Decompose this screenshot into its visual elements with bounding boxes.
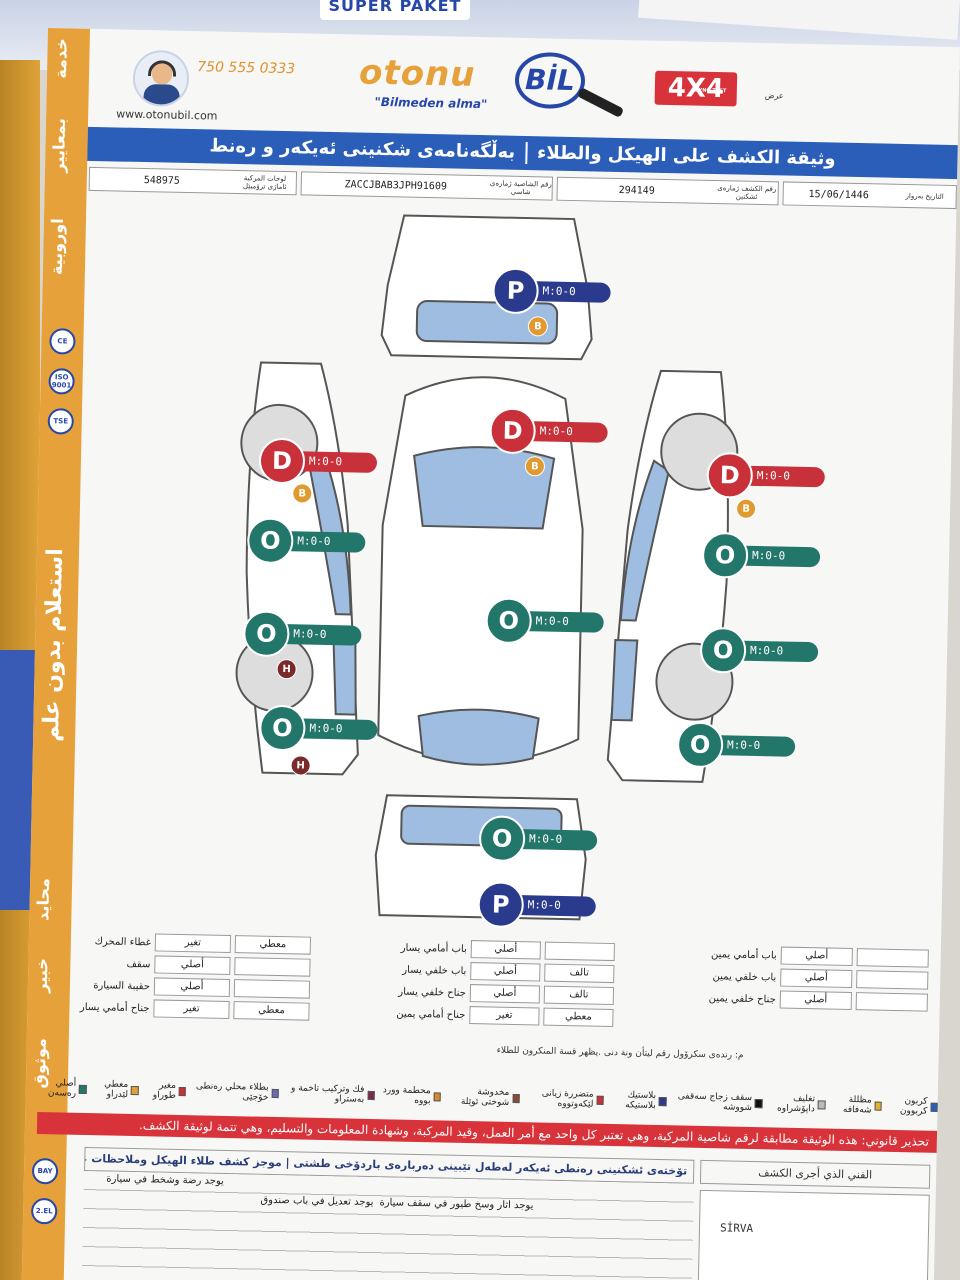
marker-letter: D [706,452,753,499]
right-rear-fender-marker[interactable]: O M:0-0 [677,721,796,769]
marker-letter: O [243,610,290,657]
tse-badge: TSE [47,408,74,435]
legend-item: أصلي رەسەن [37,1068,86,1109]
left-rear-door-marker[interactable]: O M:0-0 [243,610,362,658]
front-bumper-marker[interactable]: P M:0-0 [492,267,611,315]
technician-name: SİRVA [720,1221,753,1235]
super-paket-label: SUPER PAKET [320,0,470,20]
measurement-note: م: رندەی سکرۆول رقم ليتأن ونة دنی .يظهر … [497,1046,744,1061]
table-row: باب أمامي يسار أصلي [367,937,615,962]
marker-measure: M:0-0 [527,421,607,443]
logo-magnifier: BİL [514,52,585,109]
marker-measure: M:0-0 [516,895,596,917]
side-item: استعلام بدون علم [39,548,68,742]
legend-item: معطي لێدراو [92,1069,139,1110]
hood-marker[interactable]: D M:0-0 [489,407,608,455]
title-kurdish: بەڵگەنامەی شکنینی ئەیکەر و رەنط [209,135,515,162]
legend-item: محطمة وورد بووە [380,1075,441,1116]
technician-label: الفني الذي أجرى الكشف [700,1160,930,1189]
marker-measure: M:0-0 [281,624,361,646]
note-3: يوجد اثار وسخ طيور في سقف سيارة [379,1197,533,1211]
marker-letter: D [489,407,536,454]
marker-letter: O [485,597,532,644]
phone-number: 750 555 0333 [197,59,295,77]
legend-item: فك وتركيب تاخمة و بەستراو [284,1073,375,1115]
legend-item: بلاستيك بلاستيكە [609,1080,666,1121]
side-item: خدمة [51,38,71,79]
note-2: يوجد تعديل في باب صندوق [260,1195,373,1208]
marker-measure: M:0-0 [523,611,603,633]
legend-item: متضررة زيانی لێکەوتووە [525,1078,604,1120]
support-avatar [132,50,189,107]
legend-item: بطلاء محلي رەنطی خۆجێی [192,1071,280,1113]
marker-letter: O [479,815,526,862]
marker-letter: D [259,438,306,485]
table-row: جناح أمامي يمين تغير معطي [365,1003,613,1028]
2el-badge: 2.EL [31,1198,58,1225]
table-row: جناح خلفي يمين أصلي [676,987,928,1012]
marker-letter: O [702,532,749,579]
side-item: اوروبية [47,218,67,275]
marker-measure: M:0-0 [297,451,377,473]
side-item: محايد [33,878,53,921]
rear-bumper-marker[interactable]: P M:0-0 [477,881,596,929]
car-diagram: P M:0-0 B D M:0-0 B D M:0-0 B D M:0-0 B … [179,191,794,943]
left-front-door-marker[interactable]: O M:0-0 [247,517,366,565]
logo: otonu [359,53,476,95]
ce-badge: CE [49,328,76,355]
marker-measure: M:0-0 [745,466,825,488]
marker-letter: P [492,267,539,314]
table-row: حقيبة السيارة أصلي [70,975,310,1000]
side-item: بمعايير [49,118,69,173]
marker-letter: O [677,721,724,768]
website: www.otonubil.com [116,107,218,122]
marker-measure: M:0-0 [517,829,597,851]
corner-text: عرض [765,91,784,100]
left-front-fender-marker[interactable]: D M:0-0 [259,438,378,486]
marker-letter: P [477,881,524,928]
legend-item: تغليف داپۆشراوە [768,1083,826,1124]
marker-measure: M:0-0 [740,546,820,568]
marker-measure: M:0-0 [530,281,610,303]
legend-item: مخدوشة شوختی ئوێلة [446,1077,520,1119]
title-arabic: وثيقة الكشف على الهيكل والطلاء [537,142,836,169]
iso-badge: ISO 9001 [48,368,75,395]
summary-notes: يوجد رضة وشخط في سيارة يوجد تعديل في باب… [82,1171,694,1280]
legend-item: مغير طوراو [144,1070,187,1111]
side-item: خبير [32,958,52,993]
magnifier-handle [577,87,624,118]
right-front-door-marker[interactable]: O M:0-0 [702,532,821,580]
legend-item: سقف زجاج سەقفی شووشە [672,1081,763,1123]
table-row: جناح خلفي يسار أصلي تالف [366,981,614,1006]
table-row: باب أمامي يمين أصلي [677,943,929,968]
table-row: سقف أصلي [70,953,310,978]
bay-badge: BAY [32,1158,59,1185]
trunk-marker[interactable]: O M:0-0 [479,815,598,863]
right-rear-door-marker[interactable]: O M:0-0 [700,627,819,675]
inspection-document: خدمة بمعايير اوروبية CE ISO 9001 TSE است… [22,28,960,1280]
legend-item: كربون كربوون [887,1086,938,1127]
table-row: غطاء المحرك تغير معطي [71,931,311,956]
note-1: يوجد رضة وشخط في سيارة [106,1173,224,1186]
marker-letter: O [700,627,747,674]
marker-letter: O [247,517,294,564]
left-rear-fender-marker[interactable]: O M:0-0 [259,705,378,753]
marker-measure: M:0-0 [297,718,377,740]
table-row: جناح أمامي يسار تغير معطي [69,997,309,1022]
technician-box: SİRVA [698,1190,930,1280]
legend-item: مظللة شەفافە [831,1085,883,1126]
marker-measure: M:0-0 [715,735,795,757]
right-front-fender-marker[interactable]: D M:0-0 [706,452,825,500]
table-row: باب خلفي يسار أصلي تالف [366,959,614,984]
roof-marker[interactable]: O M:0-0 [485,597,604,645]
slogan: "Bilmeden alma" [374,95,487,111]
table-row: باب خلفي يمين أصلي [676,965,928,990]
marker-measure: M:0-0 [738,641,818,663]
marker-letter: O [259,705,306,752]
marker-measure: M:0-0 [285,531,365,553]
